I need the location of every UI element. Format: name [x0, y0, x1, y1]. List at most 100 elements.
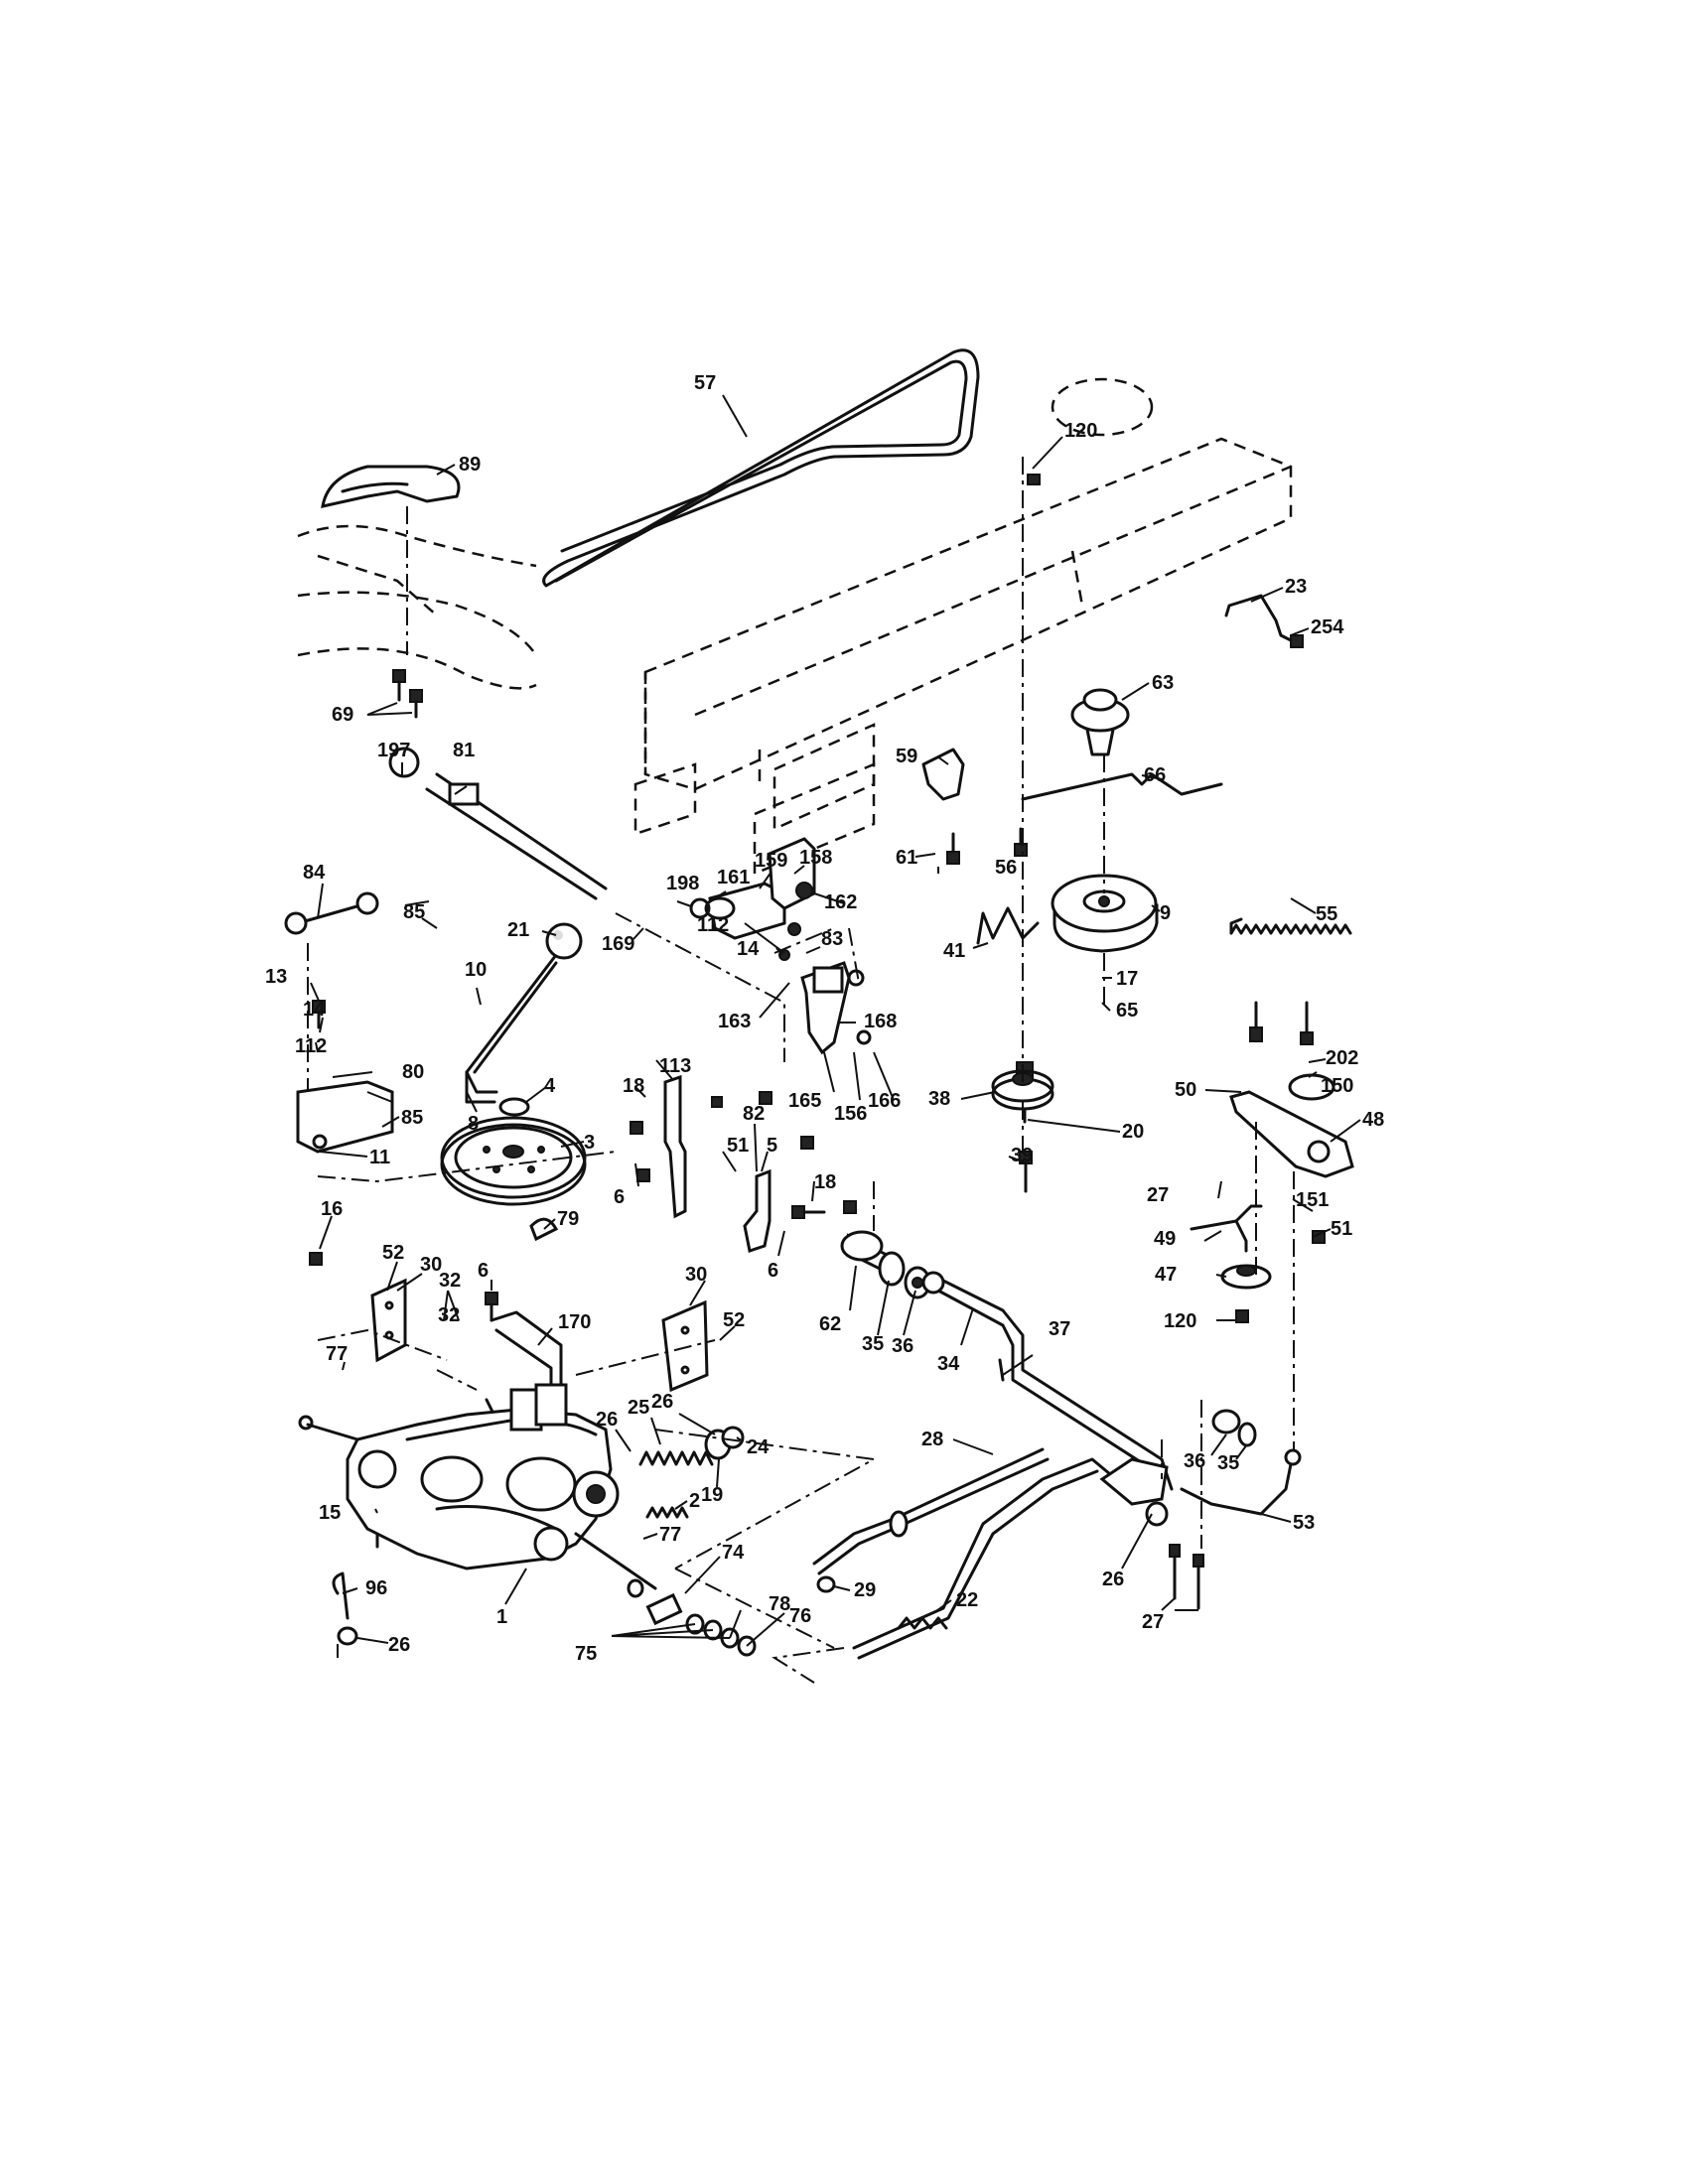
electric-clutch: [1051, 874, 1159, 953]
mount-plate-left: [370, 1278, 407, 1363]
assembly-center-lines: [317, 457, 1257, 1684]
drag-link-28: [812, 1447, 1050, 1593]
callout-label: 81: [453, 740, 475, 761]
lift-lever: [284, 891, 379, 1112]
bracket-49: [1190, 1204, 1263, 1253]
chassis-frame: [633, 377, 1293, 876]
callout-label: 34: [937, 1353, 960, 1375]
callout-label: 113: [659, 1055, 691, 1077]
idler-pulley-63: [1070, 688, 1130, 756]
callout-label: 35: [862, 1333, 884, 1355]
callout-label: 19: [701, 1484, 723, 1506]
callout-label: 27: [1147, 1184, 1169, 1206]
callout-label: 59: [896, 746, 917, 767]
callout-label: 65: [1116, 1000, 1138, 1022]
callout-label: 84: [303, 862, 326, 884]
callout-label: 2: [689, 1490, 700, 1512]
callout-label: 75: [575, 1643, 597, 1665]
callout-label: 55: [1316, 903, 1337, 925]
coil-spring-2: [645, 1506, 689, 1519]
callout-label: 120: [1164, 1310, 1196, 1332]
callout-label: 168: [864, 1011, 897, 1032]
callout-label: 151: [1296, 1189, 1329, 1211]
callout-label: 4: [544, 1075, 556, 1097]
axle-washer-stack: [627, 1578, 757, 1657]
transaxle: [298, 1383, 657, 1590]
callout-label: 18: [814, 1171, 836, 1193]
callout-label: 112: [697, 914, 729, 936]
callout-label: 56: [995, 857, 1017, 879]
callout-label: 5: [767, 1135, 777, 1157]
callout-label: 15: [319, 1502, 341, 1524]
callout-label: 74: [722, 1542, 745, 1564]
callout-label: 1: [496, 1606, 507, 1628]
callout-label: 112: [295, 1035, 327, 1057]
callout-label: 30: [420, 1254, 442, 1276]
callout-label: 198: [666, 873, 699, 894]
callout-label: 156: [834, 1103, 867, 1125]
callout-label: 63: [1152, 672, 1174, 694]
callout-label: 27: [1142, 1611, 1164, 1633]
callout-label: 26: [596, 1409, 618, 1431]
callout-label: 159: [755, 850, 787, 872]
callout-label: 76: [789, 1605, 811, 1627]
bracket-165: [800, 961, 872, 1055]
callout-label: 254: [1311, 616, 1344, 638]
hitch-pin: [332, 1571, 358, 1646]
callout-label: 32: [438, 1304, 460, 1326]
callout-label: 13: [265, 966, 287, 988]
callout-label: 24: [747, 1436, 770, 1458]
wire-rod-59: [921, 748, 965, 801]
coil-spring-25: [638, 1426, 745, 1466]
callout-label: 51: [727, 1135, 749, 1157]
callout-label: 3: [584, 1132, 595, 1154]
callout-label: 35: [1217, 1452, 1239, 1474]
callout-label: 120: [1064, 420, 1097, 442]
callout-label: 50: [1175, 1079, 1196, 1101]
clutch-spring: [1229, 917, 1352, 935]
callout-label: 61: [896, 847, 917, 869]
wire-rod-66: [1021, 772, 1223, 801]
callout-label: 80: [402, 1061, 424, 1083]
callout-label: 169: [602, 933, 634, 955]
callout-label: 82: [743, 1103, 765, 1125]
callout-label: 38: [928, 1088, 950, 1110]
callout-label: 62: [819, 1313, 841, 1335]
callout-label: 29: [854, 1579, 876, 1601]
callout-label: 14: [303, 999, 326, 1021]
control-lever-8: [465, 953, 558, 1104]
callout-label: 197: [377, 740, 410, 761]
callout-label: 37: [1049, 1318, 1070, 1340]
callout-leaders: [310, 394, 1361, 1647]
callout-label: 28: [921, 1429, 943, 1450]
callout-label: 83: [821, 928, 843, 950]
speed-bracket-80: [296, 1080, 394, 1154]
bracket-5: [743, 1168, 772, 1253]
callout-label: 14: [737, 938, 760, 960]
callout-label: 17: [1116, 968, 1138, 990]
callout-label: 57: [694, 372, 716, 394]
wire-rod-23: [1224, 594, 1293, 642]
callout-label: 39: [1011, 1145, 1033, 1166]
callout-label: 77: [326, 1343, 348, 1365]
callout-label: 52: [723, 1309, 745, 1331]
callout-label: 26: [1102, 1569, 1124, 1590]
callout-label: 85: [401, 1107, 423, 1129]
callout-label: 96: [365, 1577, 387, 1599]
callout-label: 41: [943, 940, 965, 962]
callout-label: 53: [1293, 1512, 1315, 1534]
callout-label: 6: [478, 1260, 489, 1282]
callout-label: 11: [369, 1147, 390, 1168]
callout-label: 8: [468, 1113, 479, 1135]
callout-label: 23: [1285, 576, 1307, 598]
callout-label: 166: [868, 1090, 901, 1112]
callout-label: 85: [403, 901, 425, 923]
callout-label: 162: [824, 891, 857, 913]
mount-plate-right: [661, 1299, 709, 1393]
callout-label: 20: [1122, 1121, 1144, 1143]
drive-belt: [542, 348, 980, 588]
callout-label: 163: [718, 1011, 751, 1032]
callout-label: 165: [788, 1090, 821, 1112]
callout-label: 16: [321, 1198, 343, 1220]
